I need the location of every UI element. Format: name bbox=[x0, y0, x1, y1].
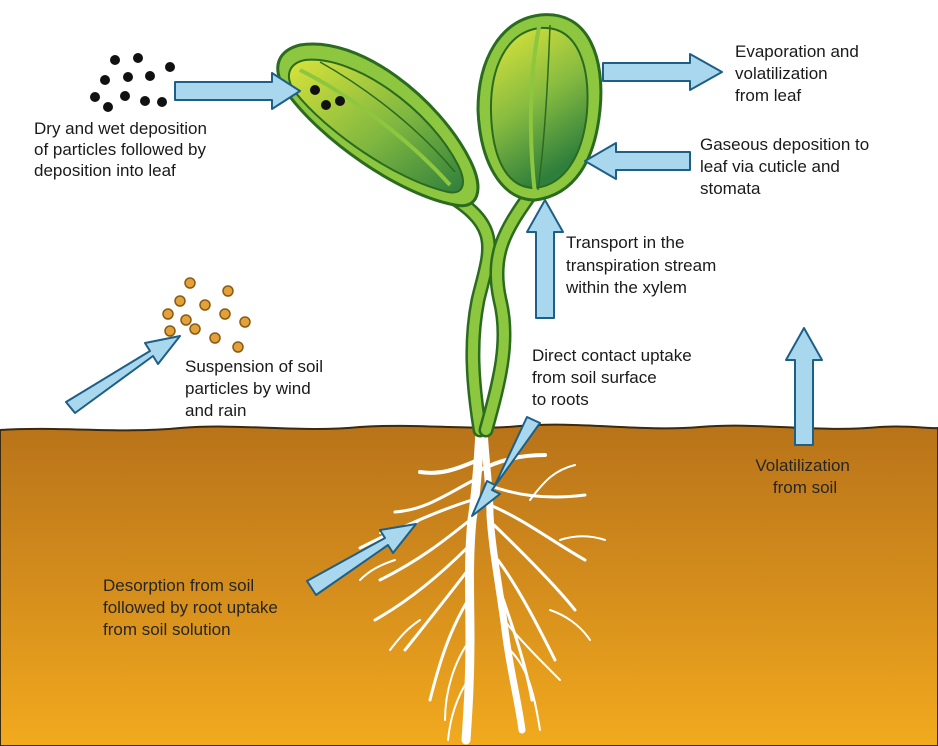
label-suspension: Suspension of soil particles by wind and… bbox=[185, 357, 328, 420]
left-leaf bbox=[278, 44, 478, 206]
arrow-suspension bbox=[66, 336, 180, 413]
plant-stem bbox=[440, 190, 530, 430]
arrow-deposition bbox=[175, 73, 300, 109]
arrow-evaporation bbox=[603, 54, 722, 90]
label-direct-contact: Direct contact uptake from soil surface … bbox=[532, 346, 696, 409]
label-transport-xylem: Transport in the transpiration stream wi… bbox=[565, 233, 721, 297]
arrow-transport bbox=[527, 200, 563, 318]
arrow-gaseous bbox=[585, 143, 690, 179]
right-leaf bbox=[478, 15, 601, 200]
label-gaseous-deposition: Gaseous deposition to leaf via cuticle a… bbox=[700, 135, 874, 198]
label-evaporation: Evaporation and volatilization from leaf bbox=[735, 42, 864, 105]
label-dry-wet-deposition: Dry and wet deposition of particles foll… bbox=[34, 119, 212, 180]
